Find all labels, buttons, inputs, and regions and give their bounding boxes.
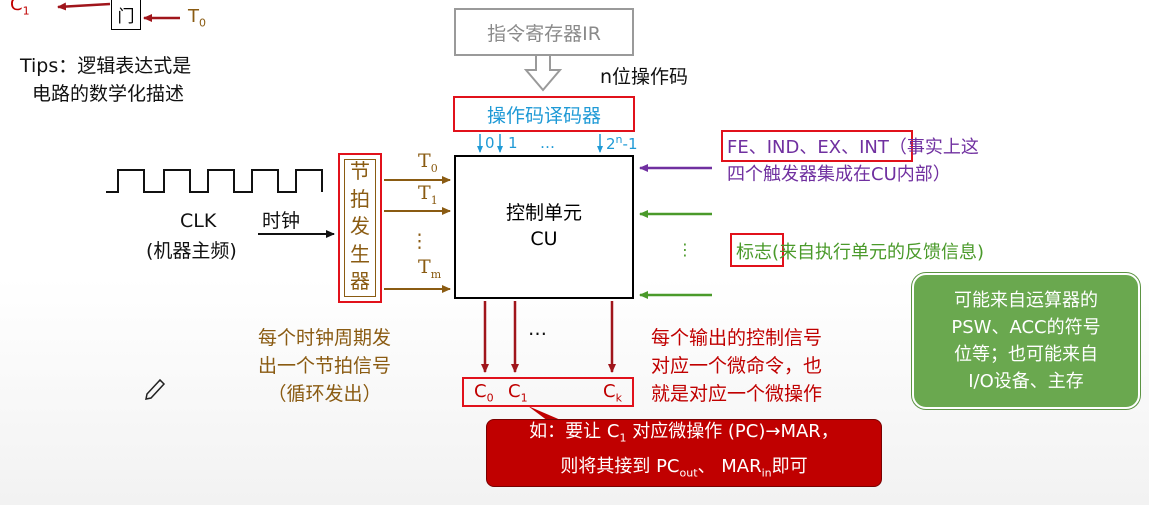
- tips-line-2: 电路的数学化描述: [32, 83, 185, 105]
- beat-output-dots: ⋮: [410, 230, 429, 252]
- outputs-note: 每个输出的控制信号 对应一个微命令，也 就是对应一个微操作: [651, 327, 823, 405]
- decoder-label: 操作码译码器: [486, 104, 601, 127]
- trigger-box: [721, 130, 913, 162]
- control-unit-label: 控制单元 CU: [505, 202, 582, 250]
- beat-output-t0: T0: [418, 150, 438, 175]
- flag-text: 标志(来自执行单元的反馈信息): [736, 242, 985, 263]
- tips-line-1: Tips：逻辑表达式是: [20, 55, 192, 77]
- tips-text: Tips：逻辑表达式是 电路的数学化描述: [20, 52, 191, 108]
- clock-waveform: [106, 169, 323, 193]
- c1-gate-arrow: [57, 2, 111, 11]
- signal-c1: C1: [508, 381, 528, 405]
- red-note-line1: 如：要让 C1 对应微操作 (PC)→MAR，: [529, 421, 839, 445]
- decoder-output-0: 0: [485, 134, 495, 152]
- beat-generator-box: [338, 153, 382, 303]
- trigger-note-line2: 四个触发器集成在CU内部）: [727, 164, 951, 185]
- instruction-register-box: 指令寄存器IR: [454, 8, 634, 56]
- c1-signal-label: C1: [10, 0, 30, 18]
- beat-generator-note: 每个时钟周期发 出一个节拍信号 （循环发出）: [258, 327, 392, 405]
- decoder-output-last: 2n-1: [606, 133, 638, 153]
- opcode-decoder-box: 操作码译码器: [453, 96, 635, 132]
- beat-output-t1: T1: [418, 182, 438, 207]
- signal-c0: C0: [474, 381, 494, 405]
- flag-dots: ⋮: [677, 240, 693, 259]
- decoder-output-1: 1: [508, 134, 518, 152]
- trigger-text: FE、IND、EX、INT（事实上这: [727, 137, 979, 158]
- output-ellipsis: …: [528, 318, 547, 340]
- green-callout: 可能来自运算器的 PSW、ACC的符号 位等；也可能来自 I/O设备、主存: [912, 273, 1140, 409]
- clk-label: CLK: [180, 210, 217, 232]
- flag-box: [730, 233, 784, 267]
- clock-desc-label: (机器主频): [146, 240, 237, 262]
- red-note-line2: 则将其接到 PCout、 MARin即可: [560, 456, 808, 480]
- control-unit-box: [454, 155, 634, 299]
- control-signals-box: [462, 377, 634, 407]
- gate-box: 门: [111, 0, 141, 30]
- gate-label: 门: [117, 7, 135, 27]
- beat-output-tm: Tm: [418, 256, 442, 281]
- beat-generator-label: 节 拍 发 生 器: [350, 159, 370, 293]
- ir-down-arrow: [523, 52, 563, 92]
- decoder-output-ellipsis: …: [540, 134, 555, 152]
- pencil-icon: [145, 378, 166, 400]
- t0-signal-label: T0: [188, 6, 206, 30]
- opcode-bits-label: n位操作码: [600, 66, 689, 88]
- ir-label: 指令寄存器IR: [487, 22, 601, 45]
- red-callout: 如：要让 C1 对应微操作 (PC)→MAR， 则将其接到 PCout、 MAR…: [486, 419, 882, 487]
- clock-cn-label: 时钟: [262, 210, 301, 232]
- signal-ck: Ck: [603, 381, 622, 405]
